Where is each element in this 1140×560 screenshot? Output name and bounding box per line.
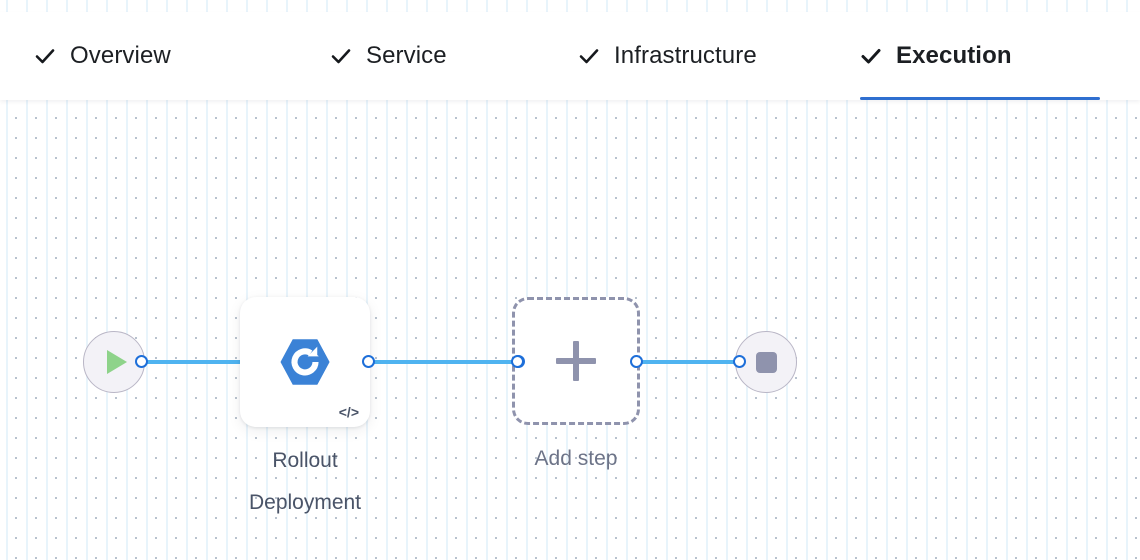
code-icon: </> <box>338 404 359 420</box>
pipeline-step-node-rollout-deployment[interactable]: </> <box>240 297 370 427</box>
tab-active-underline <box>34 97 250 100</box>
edge-start-to-step[interactable] <box>140 360 244 364</box>
add-step-label: Add step <box>534 447 618 470</box>
pipeline-start-node[interactable] <box>83 331 145 393</box>
edge-add-to-end[interactable] <box>634 360 740 364</box>
tab-label: Infrastructure <box>614 42 757 69</box>
connector-handle-step-in[interactable] <box>362 355 375 368</box>
step-node-label: Rollout Deployment <box>248 449 362 514</box>
connector-handle-add-in[interactable] <box>511 355 524 368</box>
wizard-tab-bar: Overview Service Infrastructur <box>0 12 1140 100</box>
connector-handle-add-out[interactable] <box>630 355 643 368</box>
tab-overview[interactable]: Overview <box>34 12 250 100</box>
tab-execution[interactable]: Execution <box>860 12 1100 100</box>
add-step-node[interactable] <box>512 297 640 425</box>
tab-active-underline <box>578 97 826 100</box>
stop-icon <box>755 351 777 373</box>
connector-handle-start-out[interactable] <box>135 355 148 368</box>
tab-service[interactable]: Service <box>330 12 508 100</box>
check-icon <box>330 45 352 67</box>
check-icon <box>578 45 600 67</box>
tab-label: Service <box>366 42 447 69</box>
tab-infrastructure[interactable]: Infrastructure <box>578 12 826 100</box>
tab-label: Execution <box>896 42 1012 69</box>
play-icon <box>107 350 127 374</box>
tab-active-underline <box>860 97 1100 100</box>
tab-list: Overview Service Infrastructur <box>0 12 1140 100</box>
connector-handle-end-in[interactable] <box>733 355 746 368</box>
tab-label: Overview <box>70 42 171 69</box>
plus-icon <box>556 341 596 381</box>
tab-active-underline <box>330 97 508 100</box>
pipeline-graph: </> Rollout Deployment Add step <box>0 100 1140 560</box>
check-icon <box>860 45 882 67</box>
check-icon <box>34 45 56 67</box>
rollout-deploy-icon <box>240 297 370 427</box>
edge-step-to-add[interactable] <box>366 360 518 364</box>
